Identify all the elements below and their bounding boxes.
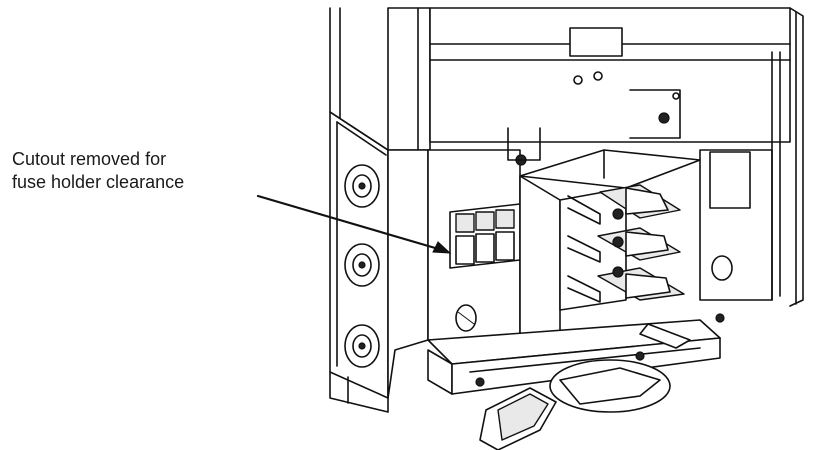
lower-base-and-handle [427, 319, 721, 450]
upper-housing [387, 7, 804, 307]
hinge-bolt-bottom-icon [344, 324, 380, 368]
callout-line-2: fuse holder clearance [12, 172, 185, 192]
cutout-callout-arrow-icon [256, 194, 452, 254]
hinge-bolt-middle-icon [344, 243, 380, 287]
callout-label: Cutout removed for fuse holder clearance [12, 148, 272, 194]
left-door-panel [329, 7, 389, 413]
fuse-block-cutout [449, 203, 521, 269]
fuse-holder-assembly [519, 149, 701, 341]
hinge-bolt-top-icon [344, 164, 380, 208]
callout-line-1: Cutout removed for [12, 149, 167, 169]
